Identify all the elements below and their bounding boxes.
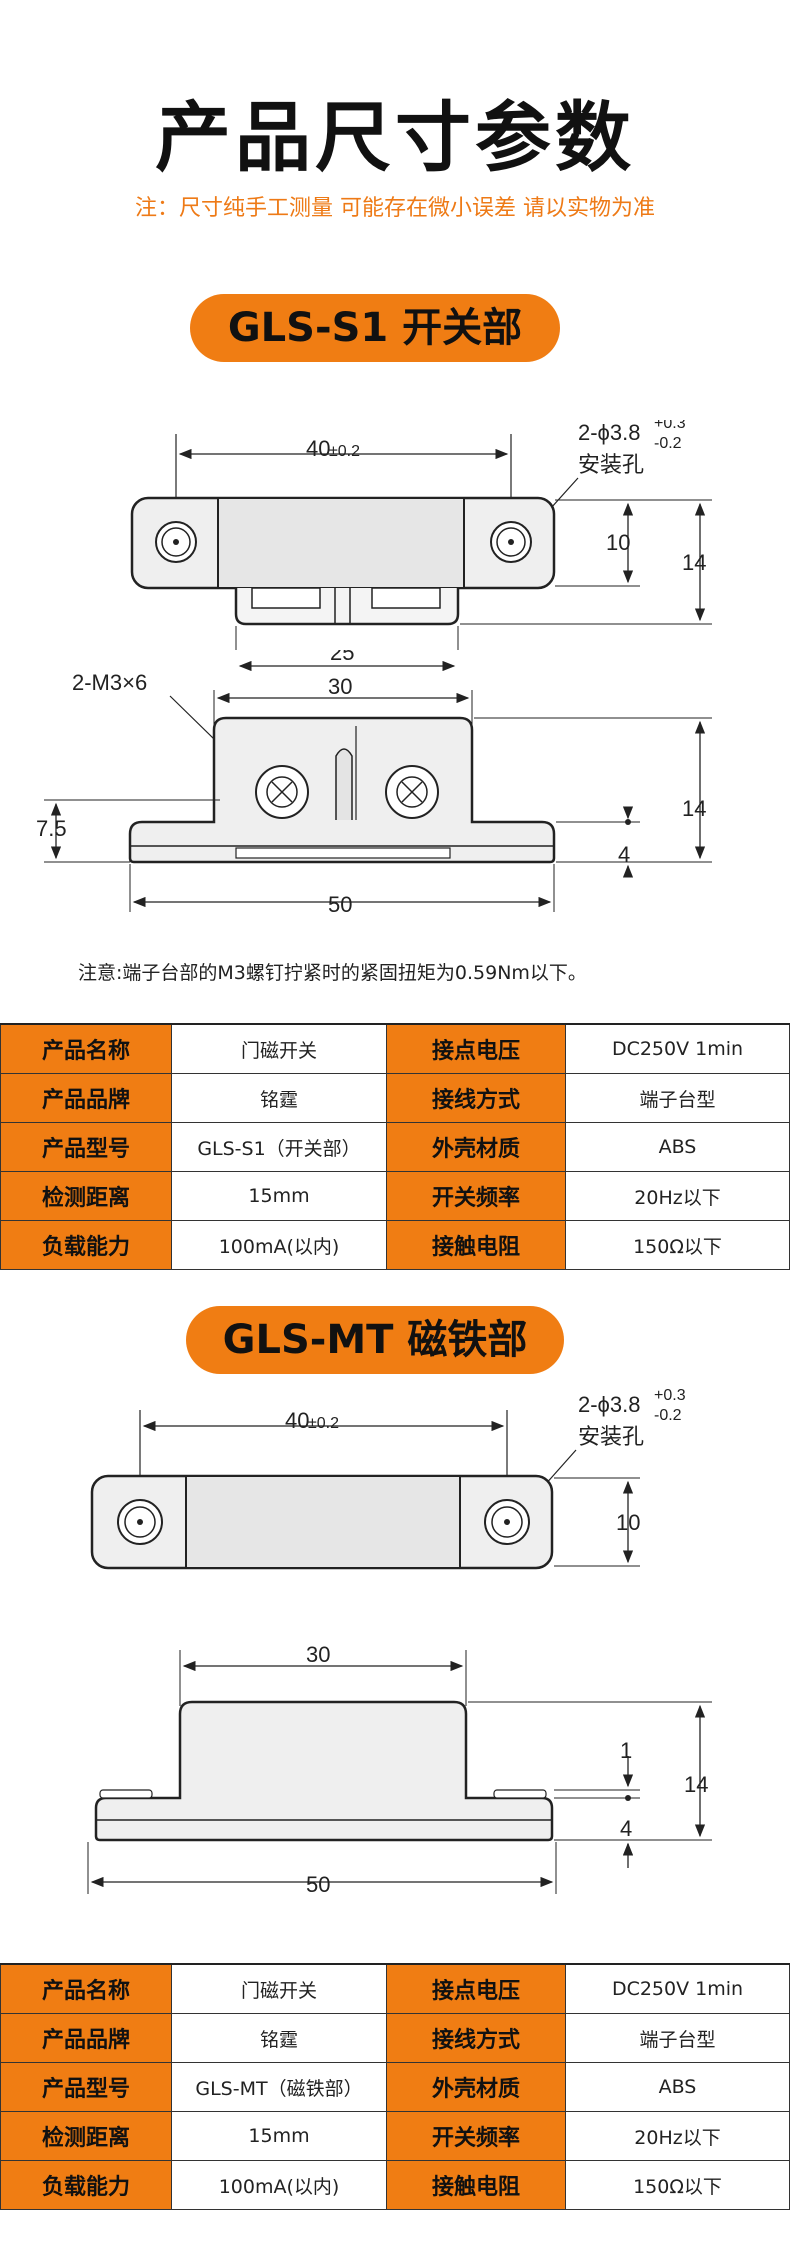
- spec-value: 铭霆: [171, 2013, 387, 2063]
- table-row: 产品名称 门磁开关 接点电压 DC250V 1min: [0, 1023, 790, 1074]
- spec-value: ABS: [565, 2062, 790, 2112]
- spec-value: 150Ω以下: [565, 2160, 790, 2210]
- spec-key: 接线方式: [386, 1073, 566, 1123]
- width-top-label: 30: [306, 1642, 330, 1667]
- width-top-label: 30: [328, 674, 352, 699]
- hole-tol-lower: -0.2: [654, 435, 682, 452]
- switch-top-view-diagram: 40 ±0.2 2-ϕ3.8 +0.3 -0.2 安装孔 10 14: [0, 420, 790, 650]
- spec-key: 接线方式: [386, 2013, 566, 2063]
- spec-key: 检测距离: [0, 2111, 172, 2161]
- height-inner-label: 10: [616, 1510, 640, 1535]
- table-row: 产品名称 门磁开关 接点电压 DC250V 1min: [0, 1963, 790, 2014]
- span-tolerance: ±0.2: [308, 1415, 339, 1432]
- table-row: 产品品牌 铭霆 接线方式 端子台型: [0, 1073, 790, 1123]
- table-row: 负载能力 100mA(以内) 接触电阻 150Ω以下: [0, 1220, 790, 1270]
- spec-key: 产品品牌: [0, 1073, 172, 1123]
- spec-key: 产品型号: [0, 2062, 172, 2112]
- spec-key: 接触电阻: [386, 2160, 566, 2210]
- height-inner-label: 10: [606, 530, 630, 555]
- table-row: 检测距离 15mm 开关频率 20Hz以下: [0, 1171, 790, 1221]
- spec-value: 铭霆: [171, 1073, 387, 1123]
- span-label: 40: [285, 1408, 309, 1433]
- spec-key: 外壳材质: [386, 1122, 566, 1172]
- spec-value: DC250V 1min: [565, 1023, 790, 1074]
- flange-label: 4: [620, 1816, 632, 1841]
- spec-key: 负载能力: [0, 2160, 172, 2210]
- span-label: 40: [306, 436, 330, 461]
- page-title: 产品尺寸参数: [155, 93, 635, 182]
- magnet-top-view-diagram: 40 ±0.2 2-ϕ3.8 +0.3 -0.2 安装孔 10: [0, 1388, 790, 1598]
- switch-section-heading: GLS-S1 开关部: [190, 294, 560, 362]
- spec-value: ABS: [565, 1122, 790, 1172]
- hole-note: 安装孔: [578, 453, 644, 478]
- width-base-label: 50: [306, 1872, 330, 1897]
- table-row: 负载能力 100mA(以内) 接触电阻 150Ω以下: [0, 2160, 790, 2210]
- flange-label: 4: [618, 842, 630, 867]
- spec-value: 15mm: [171, 2111, 387, 2161]
- screw-label: 2-M3×6: [72, 670, 147, 695]
- height-outer-label: 14: [682, 550, 706, 575]
- spec-value: 门磁开关: [171, 1963, 387, 2014]
- table-row: 产品品牌 铭霆 接线方式 端子台型: [0, 2013, 790, 2063]
- spec-key: 开关频率: [386, 1171, 566, 1221]
- spec-value: 门磁开关: [171, 1023, 387, 1074]
- spec-key: 产品型号: [0, 1122, 172, 1172]
- magnet-spec-table: 产品名称 门磁开关 接点电压 DC250V 1min 产品品牌 铭霆 接线方式 …: [0, 1958, 790, 2210]
- spec-key: 产品名称: [0, 1023, 172, 1074]
- spec-key: 开关频率: [386, 2111, 566, 2161]
- spec-value: 端子台型: [565, 2013, 790, 2063]
- height-left-label: 7.5: [36, 816, 67, 841]
- torque-footnote: 注意:端子台部的M3螺钉拧紧时的紧固扭矩为0.59Nm以下。: [78, 962, 587, 984]
- table-row: 产品型号 GLS-S1（开关部） 外壳材质 ABS: [0, 1122, 790, 1172]
- spec-key: 外壳材质: [386, 2062, 566, 2112]
- spec-value: GLS-S1（开关部）: [171, 1122, 387, 1172]
- gap-label: 1: [620, 1738, 632, 1763]
- span-tolerance: ±0.2: [329, 443, 360, 460]
- hole-tol-upper: +0.3: [654, 1388, 686, 1404]
- table-row: 检测距离 15mm 开关频率 20Hz以下: [0, 2111, 790, 2161]
- spec-key: 接触电阻: [386, 1220, 566, 1270]
- spec-key: 检测距离: [0, 1171, 172, 1221]
- spec-value: 100mA(以内): [171, 1220, 387, 1270]
- magnet-section-heading: GLS-MT 磁铁部: [186, 1306, 564, 1374]
- table-row: 产品型号 GLS-MT（磁铁部） 外壳材质 ABS: [0, 2062, 790, 2112]
- spec-key: 接点电压: [386, 1023, 566, 1074]
- spec-value: 15mm: [171, 1171, 387, 1221]
- magnet-side-view-diagram: 30 1 4 14 50: [0, 1630, 790, 1920]
- spec-key: 接点电压: [386, 1963, 566, 2014]
- spec-value: 20Hz以下: [565, 2111, 790, 2161]
- hole-tol-upper: +0.3: [654, 420, 686, 432]
- spec-value: 20Hz以下: [565, 1171, 790, 1221]
- hole-note: 安装孔: [578, 1425, 644, 1450]
- height-right-label: 14: [682, 796, 706, 821]
- hole-tol-lower: -0.2: [654, 1407, 682, 1424]
- spec-value: 端子台型: [565, 1073, 790, 1123]
- spec-key: 产品品牌: [0, 2013, 172, 2063]
- switch-spec-table: 产品名称 门磁开关 接点电压 DC250V 1min 产品品牌 铭霆 接线方式 …: [0, 1018, 790, 1270]
- spec-value: GLS-MT（磁铁部）: [171, 2062, 387, 2112]
- switch-side-view-diagram: 25 30 2-M3×6 7.5 14 4 50: [0, 650, 790, 950]
- bottom-width-label: 25: [330, 650, 354, 665]
- hole-label: 2-ϕ3.8: [578, 420, 640, 445]
- spec-key: 产品名称: [0, 1963, 172, 2014]
- measurement-note: 注：尺寸纯手工测量 可能存在微小误差 请以实物为准: [135, 196, 655, 221]
- spec-key: 负载能力: [0, 1220, 172, 1270]
- hole-label: 2-ϕ3.8: [578, 1392, 640, 1417]
- spec-value: 150Ω以下: [565, 1220, 790, 1270]
- height-right-label: 14: [684, 1772, 708, 1797]
- spec-value: 100mA(以内): [171, 2160, 387, 2210]
- width-base-label: 50: [328, 892, 352, 917]
- spec-value: DC250V 1min: [565, 1963, 790, 2014]
